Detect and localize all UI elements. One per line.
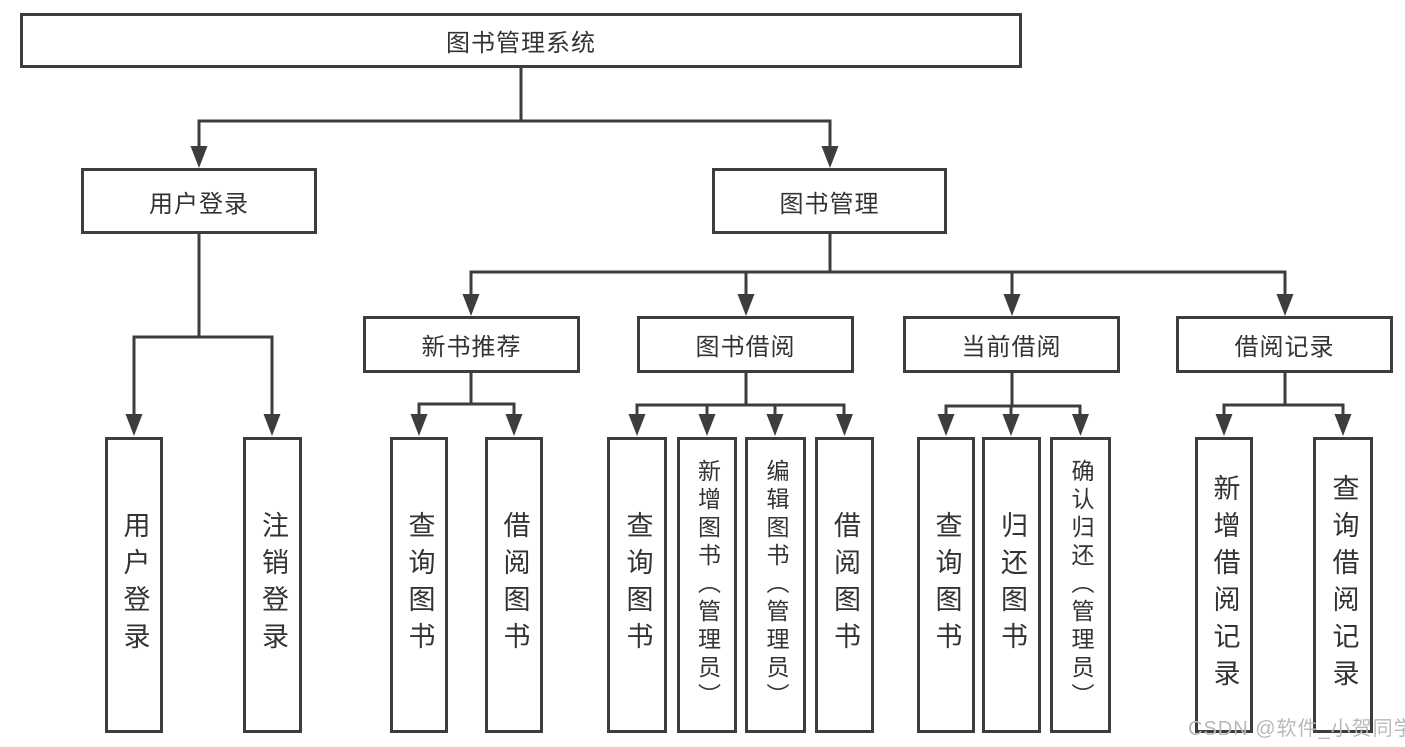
arrowhead (766, 414, 784, 436)
arrowhead (628, 414, 646, 436)
leaf-borrow-add-admin: 新增图书（管理员） (677, 437, 737, 733)
arrowhead (836, 414, 853, 436)
leaf-label: 查询图书 (931, 511, 962, 659)
arrowhead (190, 146, 208, 168)
node-current-borrow: 当前借阅 (903, 316, 1120, 373)
leaf-user-login: 用户登录 (105, 437, 163, 733)
connector-login (125, 234, 281, 436)
arrowhead (1072, 414, 1089, 436)
leaf-current-return: 归还图书 (982, 437, 1041, 733)
leaf-label: 用户登录 (119, 511, 150, 659)
node-user-login: 用户登录 (81, 168, 317, 234)
watermark: CSDN @软件_小贺同学 (1188, 718, 1405, 740)
connector-book-borrow (628, 373, 853, 436)
leaf-current-query: 查询图书 (917, 437, 975, 733)
leaf-label: 新增图书（管理员） (694, 459, 721, 711)
arrowhead (505, 414, 523, 436)
arrowhead (1334, 414, 1352, 436)
arrowhead (937, 414, 955, 436)
leaf-label: 借阅图书 (830, 511, 860, 659)
node-book-mgmt: 图书管理 (712, 168, 947, 234)
arrowhead (410, 414, 428, 436)
arrowhead (821, 146, 839, 168)
leaf-label: 查询图书 (622, 511, 653, 659)
leaf-label: 借阅图书 (499, 511, 530, 659)
node-root: 图书管理系统 (20, 13, 1022, 68)
arrowhead (698, 414, 716, 436)
leaf-records-query: 查询借阅记录 (1313, 437, 1373, 733)
leaf-newbooks-borrow: 借阅图书 (485, 437, 543, 733)
leaf-label: 注销登录 (258, 511, 288, 659)
leaf-records-add: 新增借阅记录 (1195, 437, 1253, 733)
leaf-logout: 注销登录 (243, 437, 302, 733)
connector-new-books (410, 373, 523, 436)
arrowhead (1215, 414, 1233, 436)
leaf-label: 归还图书 (997, 511, 1027, 659)
connector-root (190, 68, 839, 168)
arrowhead (462, 294, 480, 316)
leaf-label: 新增借阅记录 (1209, 474, 1240, 696)
leaf-newbooks-query: 查询图书 (390, 437, 448, 733)
leaf-label: 查询借阅记录 (1328, 474, 1359, 696)
leaf-label: 确认归还（管理员） (1068, 459, 1094, 711)
connector-current-borrow (937, 373, 1089, 436)
connector-borrow-records (1215, 373, 1352, 436)
node-borrow-records: 借阅记录 (1176, 316, 1393, 373)
connector-book-mgmt (462, 233, 1294, 316)
leaf-label: 编辑图书（管理员） (763, 459, 789, 711)
leaf-current-confirm-admin: 确认归还（管理员） (1050, 437, 1111, 733)
leaf-borrow-book: 借阅图书 (815, 437, 874, 733)
arrowhead (263, 414, 281, 436)
arrowhead (737, 294, 755, 316)
arrowhead (125, 414, 143, 436)
leaf-label: 查询图书 (404, 511, 435, 659)
leaf-borrow-query: 查询图书 (607, 437, 667, 733)
arrowhead (1276, 294, 1294, 316)
leaf-borrow-edit-admin: 编辑图书（管理员） (745, 437, 806, 733)
node-book-borrow: 图书借阅 (637, 316, 854, 373)
arrowhead (1003, 294, 1021, 316)
node-new-books: 新书推荐 (363, 316, 580, 373)
arrowhead (1002, 414, 1020, 436)
